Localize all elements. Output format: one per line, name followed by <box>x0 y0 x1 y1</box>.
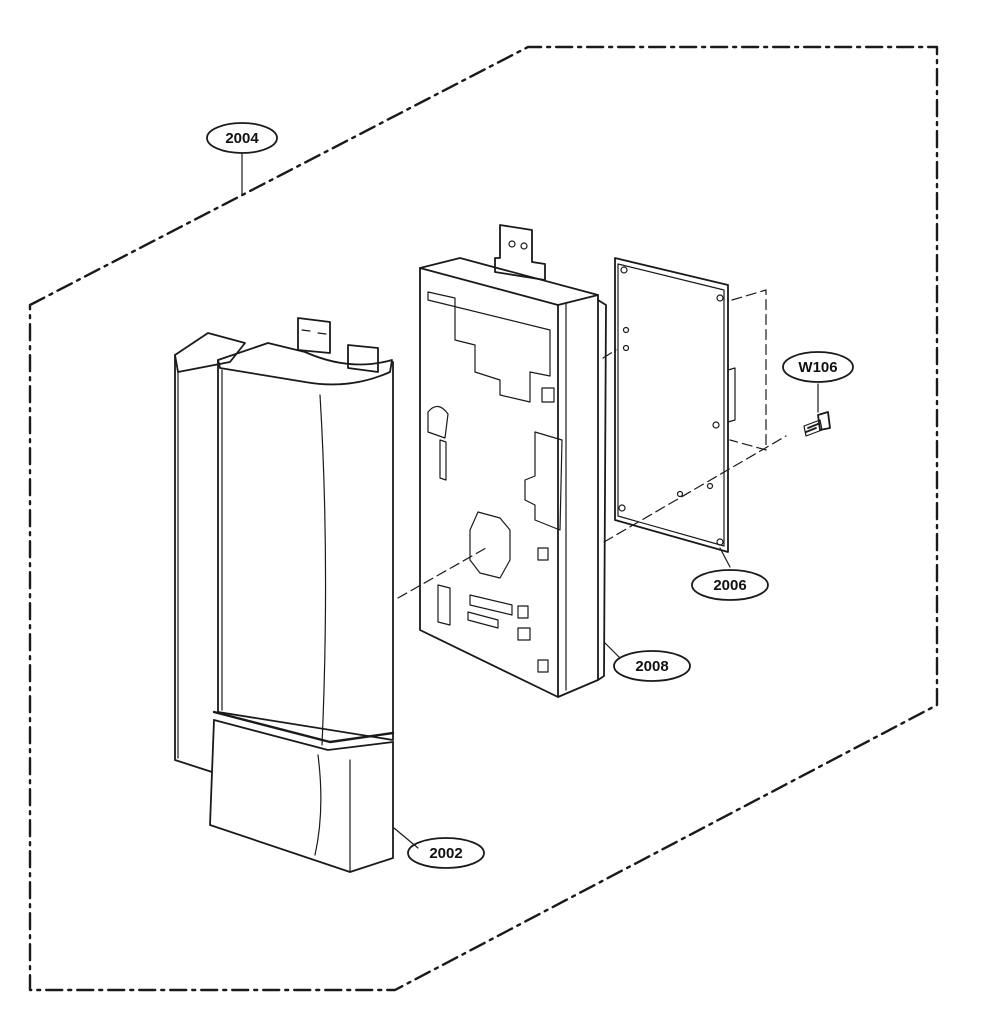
callout-w106: W106 <box>782 351 854 383</box>
assembly-boundary <box>28 45 939 992</box>
callout-2002-label: 2002 <box>429 845 462 862</box>
callout-2006: 2006 <box>691 569 769 601</box>
front-cover-part <box>174 317 395 873</box>
callout-w106-label: W106 <box>798 359 837 376</box>
callout-2004-label: 2004 <box>225 130 259 147</box>
screw-part <box>803 411 831 437</box>
alignment-lines <box>397 289 787 599</box>
pcb-part <box>614 257 736 553</box>
callout-2008-label: 2008 <box>635 658 668 675</box>
callout-2002: 2002 <box>407 837 485 869</box>
leader-lines <box>241 152 819 849</box>
callout-2006-label: 2006 <box>713 577 746 594</box>
callout-2008: 2008 <box>613 650 691 682</box>
callout-2004: 2004 <box>206 122 278 154</box>
bracket-part <box>419 224 607 698</box>
